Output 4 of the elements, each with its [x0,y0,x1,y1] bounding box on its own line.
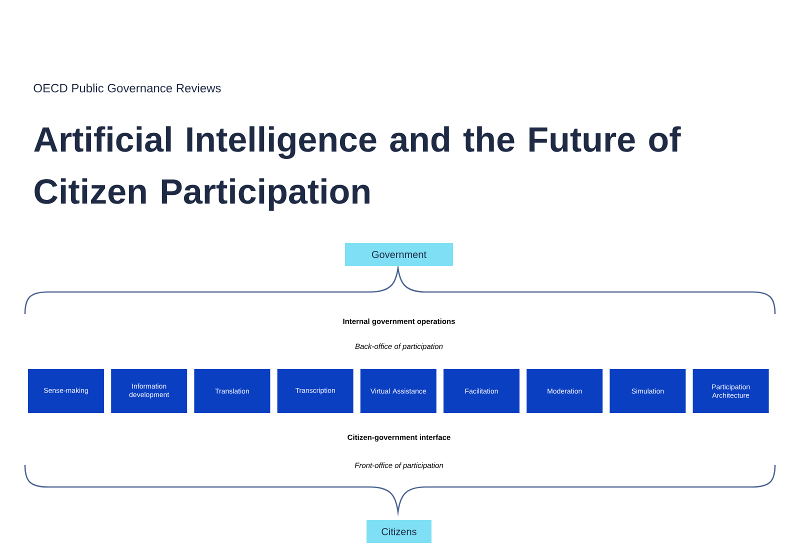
label-box: Citizens [366,520,432,543]
title: Artificial Intelligence and the Future of Citizen Participation [34,126,681,211]
label-box: Government [345,243,453,266]
series-name: OECD Public Governance Reviews [34,84,221,92]
